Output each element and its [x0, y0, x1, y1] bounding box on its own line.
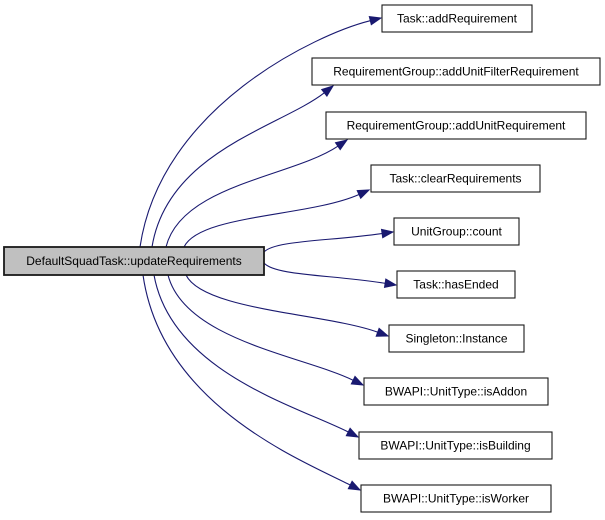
node-bwapi-unittype-isworker[interactable]: BWAPI::UnitType::isWorker [360, 484, 552, 513]
node-unitgroup-count[interactable]: UnitGroup::count [393, 217, 520, 246]
callee-label: UnitGroup::count [411, 225, 502, 239]
arrowhead-icon [345, 427, 360, 438]
callee-label: Singleton::Instance [405, 332, 507, 346]
callee-label: BWAPI::UnitType::isBuilding [380, 439, 530, 453]
callee-label: BWAPI::UnitType::isAddon [385, 385, 527, 399]
node-bwapi-unittype-isbuilding[interactable]: BWAPI::UnitType::isBuilding [358, 431, 553, 460]
arrowhead-icon [383, 278, 398, 289]
arrowhead-icon [350, 375, 365, 386]
callee-label: Task::clearRequirements [389, 172, 521, 186]
caller-label: DefaultSquadTask::updateRequirements [26, 254, 241, 268]
arrowhead-icon [375, 327, 390, 337]
call-edge [185, 274, 378, 333]
callee-label: Task::addRequirement [397, 12, 518, 26]
call-edge [183, 193, 360, 248]
callee-label: RequirementGroup::addUnitRequirement [347, 119, 566, 133]
node-task-hasended[interactable]: Task::hasEnded [396, 270, 516, 299]
callee-label: BWAPI::UnitType::isWorker [383, 492, 529, 506]
call-edge [165, 145, 339, 248]
call-edge [263, 262, 386, 284]
node-requirementgroup-addunitfilterrequirement[interactable]: RequirementGroup::addUnitFilterRequireme… [311, 57, 601, 86]
nodes-layer: DefaultSquadTask::updateRequirementsTask… [3, 4, 601, 513]
arrowhead-icon [320, 85, 335, 97]
arrowhead-icon [380, 228, 395, 239]
call-edge [153, 274, 349, 433]
arrowhead-icon [368, 16, 383, 26]
node-bwapi-unittype-isaddon[interactable]: BWAPI::UnitType::isAddon [363, 377, 549, 406]
call-edge [139, 20, 371, 248]
call-edge [167, 274, 354, 381]
node-requirementgroup-addunitrequirement[interactable]: RequirementGroup::addUnitRequirement [325, 111, 587, 140]
arrowhead-icon [334, 139, 349, 151]
node-task-clearrequirements[interactable]: Task::clearRequirements [370, 164, 541, 193]
node-task-addrequirement[interactable]: Task::addRequirement [381, 4, 533, 33]
arrowhead-icon [347, 480, 362, 491]
call-edge [142, 274, 351, 486]
node-defaultsquadtask-updaterequirements: DefaultSquadTask::updateRequirements [3, 246, 265, 276]
call-edge [151, 92, 325, 248]
call-edge [263, 232, 383, 253]
node-singleton-instance[interactable]: Singleton::Instance [388, 324, 525, 353]
callee-label: Task::hasEnded [413, 278, 498, 292]
callee-label: RequirementGroup::addUnitFilterRequireme… [333, 65, 579, 79]
edges-layer [139, 16, 398, 491]
arrowhead-icon [356, 189, 371, 200]
